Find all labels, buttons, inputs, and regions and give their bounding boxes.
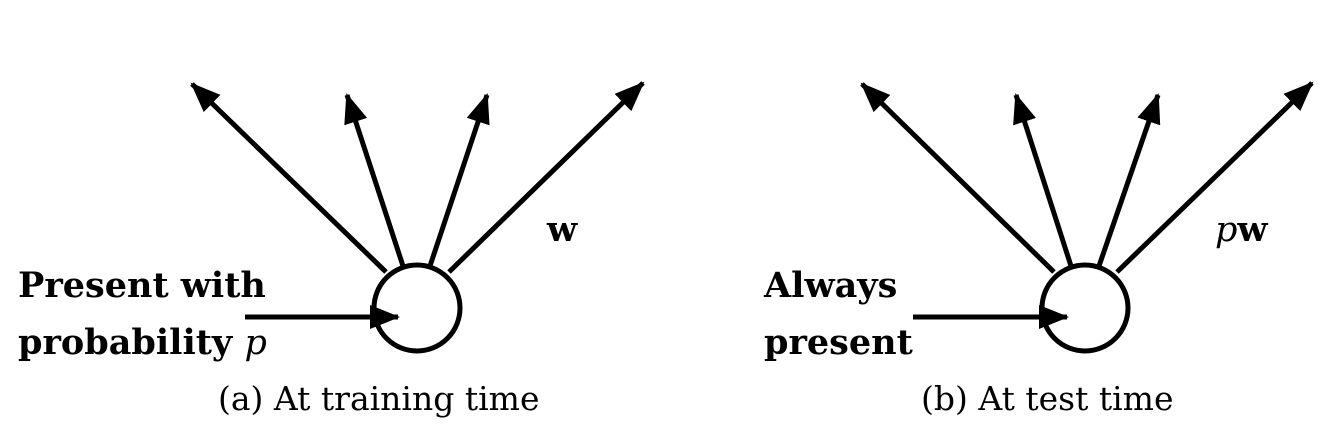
- input-label-a-text: probability: [18, 322, 233, 363]
- panel-a: [190, 81, 645, 354]
- input-label-b-line2: present: [764, 322, 913, 363]
- output-arrow-b-3: [1096, 93, 1161, 267]
- output-arrow-a-3: [427, 93, 490, 267]
- input-label-a-line2: probability p: [18, 322, 267, 364]
- panel-b: [860, 81, 1314, 354]
- input-label-b-line1: Always: [764, 265, 898, 306]
- neuron-unit-b: [1039, 262, 1131, 354]
- output-arrow-b-4: [1115, 81, 1314, 274]
- output-arrow-a-2: [344, 93, 406, 267]
- input-label-a-line1: Present with: [18, 265, 266, 306]
- weight-label-a: w: [547, 209, 578, 250]
- output-arrow-b-2: [1013, 93, 1074, 267]
- weight-label-b: pw: [1215, 209, 1268, 251]
- output-arrow-a-4: [447, 81, 645, 274]
- output-arrow-a-1: [190, 82, 388, 274]
- probability-variable-b: p: [1215, 210, 1238, 250]
- output-arrow-b-1: [860, 82, 1056, 274]
- caption-b: (b) At test time: [921, 379, 1174, 418]
- weight-symbol-b: w: [1237, 209, 1268, 250]
- caption-a: (a) At training time: [218, 379, 540, 418]
- neuron-unit-a: [371, 262, 463, 354]
- probability-variable-a: p: [244, 323, 267, 363]
